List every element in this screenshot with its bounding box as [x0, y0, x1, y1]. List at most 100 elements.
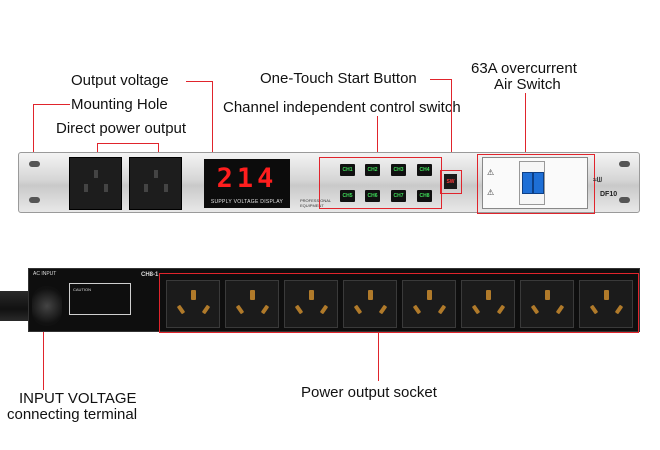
one-touch-start-label: One-Touch Start Button	[260, 70, 417, 87]
socket-pin	[294, 304, 304, 315]
socket-pin	[154, 170, 158, 178]
socket-pin	[319, 304, 329, 315]
output-voltage-line-v	[212, 81, 213, 159]
equipment-text: EQUIPMENT	[300, 203, 324, 208]
professional-text: PROFESSIONAL	[300, 198, 332, 203]
socket-pin	[235, 304, 245, 315]
direct-power-output-label: Direct power output	[56, 120, 187, 137]
model-label: DF10	[600, 191, 618, 198]
channel-switch-label: Channel independent control switch	[223, 99, 461, 116]
output-socket-3	[284, 280, 338, 328]
direct-output-socket-2	[129, 157, 182, 210]
voltage-display: 214 SUPPLY VOLTAGE DISPLAY	[204, 159, 290, 208]
socket-pin	[176, 304, 186, 315]
input-voltage-line-v	[43, 318, 44, 390]
direct-power-line-v2	[158, 143, 159, 157]
air-switch-label-line2: Air Switch	[494, 76, 561, 93]
air-switch-breaker[interactable]	[519, 161, 545, 205]
socket-pin	[260, 304, 270, 315]
socket-pin	[104, 184, 108, 192]
air-switch-outline	[477, 154, 595, 214]
socket-pin	[250, 290, 255, 300]
output-socket-2	[225, 280, 279, 328]
input-terminal-gland	[32, 286, 62, 326]
ch8-label: CH8	[419, 193, 430, 199]
mounting-hole-label: Mounting Hole	[71, 96, 168, 113]
output-socket-1	[166, 280, 220, 328]
channel-button-ch5[interactable]: CH5	[340, 190, 355, 202]
ch2-label: CH2	[367, 167, 378, 173]
sw-label: SW	[446, 179, 455, 185]
warning-icon: ⚠	[487, 168, 495, 177]
socket-pin	[144, 184, 148, 192]
channel-button-ch7[interactable]: CH7	[391, 190, 406, 202]
breaker-handle[interactable]	[533, 172, 544, 194]
power-socket-line-v	[378, 331, 379, 381]
socket-pin	[94, 170, 98, 178]
socket-pin	[496, 304, 506, 315]
warning-icon: ⚠	[487, 188, 495, 197]
output-voltage-label: Output voltage	[71, 72, 169, 89]
socket-pin	[164, 184, 168, 192]
socket-pin	[589, 304, 599, 315]
mounting-hole-line-v	[33, 104, 34, 158]
channel-switch-outline	[319, 157, 442, 209]
channel-button-ch6[interactable]: CH6	[365, 190, 380, 202]
socket-pin	[437, 304, 447, 315]
output-socket-8	[579, 280, 633, 328]
breaker-handle[interactable]	[522, 172, 533, 194]
power-output-socket-label: Power output socket	[301, 384, 437, 401]
mounting-hole-tr	[619, 161, 630, 167]
channel-button-ch3[interactable]: CH3	[391, 164, 406, 176]
one-touch-line-v	[451, 79, 452, 171]
caution-sticker: CAUTION	[69, 283, 131, 315]
air-switch-label-line1: 63A overcurrent	[471, 60, 577, 77]
socket-pin	[412, 304, 422, 315]
ch3-label: CH3	[393, 167, 404, 173]
channel-button-ch1[interactable]: CH1	[340, 164, 355, 176]
channel-button-ch8[interactable]: CH8	[417, 190, 432, 202]
output-socket-6	[461, 280, 515, 328]
air-switch-panel: ⚠ ⚠	[482, 157, 588, 209]
socket-pin	[471, 304, 481, 315]
ch4-label: CH4	[419, 167, 430, 173]
rear-panel: AC INPUT CH8-1 CAUTION	[28, 268, 640, 333]
socket-pin	[201, 304, 211, 315]
air-switch-line-v	[525, 93, 526, 156]
channel-switch-line-v	[377, 116, 378, 158]
ch5-label: CH5	[342, 193, 353, 199]
socket-pin	[545, 290, 550, 300]
output-voltage-line-h	[186, 81, 213, 82]
socket-pin	[191, 290, 196, 300]
direct-output-socket-1	[69, 157, 122, 210]
socket-pin	[368, 290, 373, 300]
socket-pin	[378, 304, 388, 315]
output-sockets-outline	[159, 273, 639, 333]
ch1-label: CH1	[342, 167, 353, 173]
ac-input-label: AC INPUT	[33, 271, 57, 277]
direct-power-line-h	[97, 143, 158, 144]
ch7-label: CH7	[393, 193, 404, 199]
socket-pin	[530, 304, 540, 315]
socket-pin	[614, 304, 624, 315]
ch8-1-label: CH8-1	[141, 272, 159, 278]
output-socket-5	[402, 280, 456, 328]
input-voltage-label-line1: INPUT VOLTAGE	[19, 390, 137, 407]
output-socket-7	[520, 280, 574, 328]
input-voltage-label-line2: connecting terminal	[7, 406, 138, 423]
one-touch-line-h	[430, 79, 451, 80]
socket-pin	[486, 290, 491, 300]
start-button-outline	[440, 170, 462, 194]
channel-button-ch4[interactable]: CH4	[417, 164, 432, 176]
socket-pin	[84, 184, 88, 192]
voltage-digits: 214	[216, 163, 278, 194]
one-touch-start-button[interactable]: SW	[444, 174, 457, 189]
socket-pin	[353, 304, 363, 315]
direct-power-line-v1	[97, 143, 98, 157]
output-socket-4	[343, 280, 397, 328]
ch6-label: CH6	[367, 193, 378, 199]
mounting-hole-tl	[29, 161, 40, 167]
channel-button-ch2[interactable]: CH2	[365, 164, 380, 176]
front-panel: 214 SUPPLY VOLTAGE DISPLAY PROFESSIONAL …	[18, 152, 640, 214]
brand-logo-icon: ≈ᗯ	[593, 177, 602, 184]
